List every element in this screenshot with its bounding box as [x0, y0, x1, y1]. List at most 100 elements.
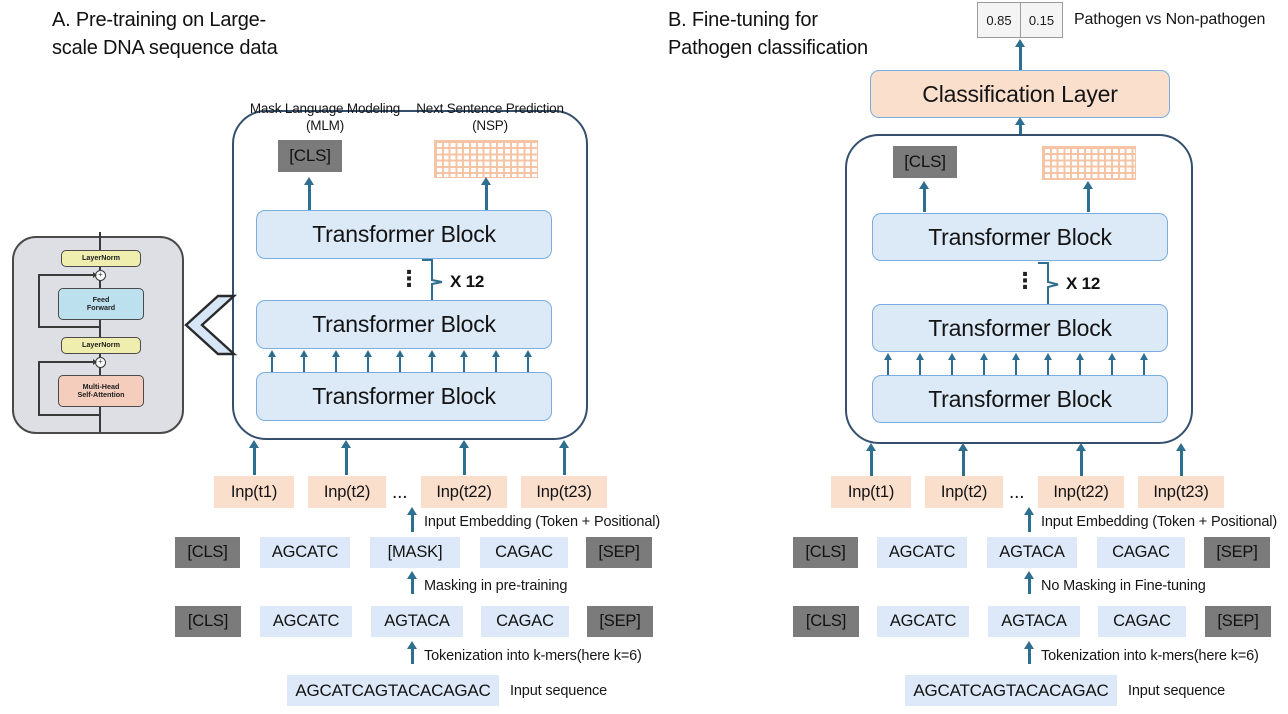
panel-b-unmasked-sep: [SEP]	[1204, 537, 1270, 568]
inter-block-arrow	[1047, 359, 1050, 375]
panel-b-repeat-brace	[1038, 262, 1059, 307]
inter-block-arrow	[367, 356, 370, 373]
panel-a-embedding-inp-t22: Inp(t22)	[421, 476, 507, 508]
arrow-block-to-nsp	[1087, 188, 1090, 212]
arrow-inp-to-stack	[345, 447, 348, 475]
panel-a-kmer-cls: [CLS]	[175, 606, 241, 637]
inter-block-arrow	[495, 356, 498, 373]
panel-a-transformer-block-top: Transformer Block	[256, 210, 552, 259]
panel-b-embedding-inp-t2: Inp(t2)	[925, 476, 1003, 508]
panel-b-embedding-ellipsis: ...	[1009, 482, 1025, 503]
panel-a-masked-tok3: CAGAC	[480, 537, 568, 568]
panel-b-kmer-cls: [CLS]	[793, 606, 859, 637]
inter-block-arrow	[303, 356, 306, 373]
inter-block-arrow	[1111, 359, 1114, 375]
arrow-embedding	[1028, 514, 1031, 532]
panel-b-input-sequence: AGCATCAGTACACAGAC	[905, 675, 1117, 706]
panel-a-embedding-inp-t2: Inp(t2)	[308, 476, 386, 508]
arrow-inp-to-stack	[1180, 450, 1183, 478]
panel-a-masked-tok1: AGCATC	[260, 537, 350, 568]
arrow-tokenization	[411, 648, 414, 664]
panel-a-input-sequence: AGCATCAGTACACAGAC	[287, 675, 499, 706]
residual-bypass-top-v	[38, 275, 40, 327]
multihead-self-attention-box: Multi-Head Self-Attention	[58, 375, 144, 407]
inter-block-arrow	[887, 359, 890, 375]
panel-b-input-sequence-caption: Input sequence	[1128, 683, 1226, 699]
panel-a-repeat-brace	[422, 259, 443, 305]
panel-a-kmer-tok1: AGCATC	[260, 606, 352, 637]
inset-callout-chevron-icon	[184, 294, 238, 356]
residual-bypass-bottom-v	[38, 362, 40, 415]
spine-line	[99, 232, 101, 432]
panel-b-kmer-sep: [SEP]	[1205, 606, 1271, 637]
arrow-clf-to-probability	[1019, 46, 1022, 70]
inter-block-arrow	[399, 356, 402, 373]
panel-b-repeat-label: X 12	[1066, 274, 1101, 293]
arrow-no-masking	[1028, 578, 1031, 594]
inter-block-arrow	[335, 356, 338, 373]
transformer-internals-inset: LayerNorm + Feed Forward LayerNorm + Mul…	[12, 232, 184, 434]
panel-a-masking-caption: Masking in pre-training	[424, 578, 568, 594]
panel-b-transformer-block-top: Transformer Block	[872, 213, 1168, 261]
inter-block-arrow	[1079, 359, 1082, 375]
inter-block-arrow	[463, 356, 466, 373]
panel-a-embedding-ellipsis: ...	[392, 482, 408, 503]
panel-a-embedding-caption: Input Embedding (Token + Positional)	[424, 514, 661, 530]
arrow-inp-to-stack	[1080, 450, 1083, 478]
arrow-inp-to-stack	[463, 447, 466, 475]
arrow-tokenization	[1028, 648, 1031, 664]
residual-bypass-top-h-bottom	[38, 326, 100, 328]
residual-bypass-bottom-h-top	[38, 361, 93, 363]
probability-caption: Pathogen vs Non-pathogen	[1074, 11, 1266, 28]
arrow-inp-to-stack	[870, 450, 873, 478]
panel-b-title: B. Fine-tuning for Pathogen classificati…	[668, 9, 868, 59]
panel-a-transformer-block-middle: Transformer Block	[256, 300, 552, 349]
panel-b-embedding-inp-t22: Inp(t22)	[1038, 476, 1124, 508]
panel-b-embedding-inp-t23: Inp(t23)	[1138, 476, 1224, 508]
arrow-embedding	[411, 514, 414, 532]
classification-layer: Classification Layer	[870, 70, 1170, 118]
panel-a-tokenization-caption: Tokenization into k-mers(here k=6)	[424, 648, 642, 664]
panel-b-masking-caption: No Masking in Fine-tuning	[1041, 578, 1206, 594]
nsp-heading: Next Sentence Prediction (NSP)	[416, 101, 564, 133]
inter-block-arrow	[527, 356, 530, 373]
panel-b-transformer-block-middle: Transformer Block	[872, 304, 1168, 352]
panel-b-repeat-dots: ⋮	[1014, 268, 1036, 293]
arrow-block-to-cls	[308, 184, 311, 210]
panel-a-masked-cls: [CLS]	[175, 537, 240, 568]
panel-a-repeat-dots: ⋮	[398, 266, 420, 291]
panel-b-unmasked-tok1: AGCATC	[877, 537, 967, 568]
panel-a-masked-sep: [SEP]	[586, 537, 652, 568]
inter-block-arrow	[951, 359, 954, 375]
panel-a-kmer-tok3: CAGAC	[481, 606, 569, 637]
panel-a-kmer-tok2: AGTACA	[371, 606, 463, 637]
layernorm-top-box: LayerNorm	[61, 250, 141, 267]
inter-block-arrow	[1143, 359, 1146, 375]
arrow-inp-to-stack	[962, 450, 965, 478]
nsp-grid-icon	[1042, 146, 1136, 180]
inter-block-arrow	[983, 359, 986, 375]
panel-a-embedding-inp-t23: Inp(t23)	[521, 476, 607, 508]
nsp-grid-icon	[434, 140, 538, 178]
inter-block-arrow	[919, 359, 922, 375]
panel-a-repeat-label: X 12	[450, 272, 485, 291]
mlm-heading: Mask Language Modeling (MLM)	[249, 101, 401, 133]
panel-b-embedding-inp-t1: Inp(t1)	[831, 476, 911, 508]
arrow-block-to-cls	[923, 188, 926, 212]
panel-b-embedding-caption: Input Embedding (Token + Positional)	[1041, 514, 1278, 530]
panel-a-transformer-block-bottom: Transformer Block	[256, 372, 552, 421]
arrow-masking	[411, 578, 414, 594]
probability-box: 0.85 0.15	[977, 2, 1063, 38]
panel-a-input-sequence-caption: Input sequence	[510, 683, 608, 699]
panel-b-tokenization-caption: Tokenization into k-mers(here k=6)	[1041, 648, 1259, 664]
panel-a-masked-tok2: [MASK]	[370, 537, 460, 568]
arrow-inp-to-stack	[253, 447, 256, 475]
panel-a-cls-output: [CLS]	[278, 140, 342, 172]
panel-b-kmer-tok2: AGTACA	[988, 606, 1080, 637]
panel-b-unmasked-cls: [CLS]	[793, 537, 858, 568]
panel-a-kmer-sep: [SEP]	[587, 606, 653, 637]
probability-non-pathogen: 0.15	[1019, 3, 1062, 37]
arrow-block-to-nsp	[485, 184, 488, 210]
residual-bypass-top-h-top	[38, 274, 93, 276]
layernorm-bottom-box: LayerNorm	[61, 337, 141, 354]
